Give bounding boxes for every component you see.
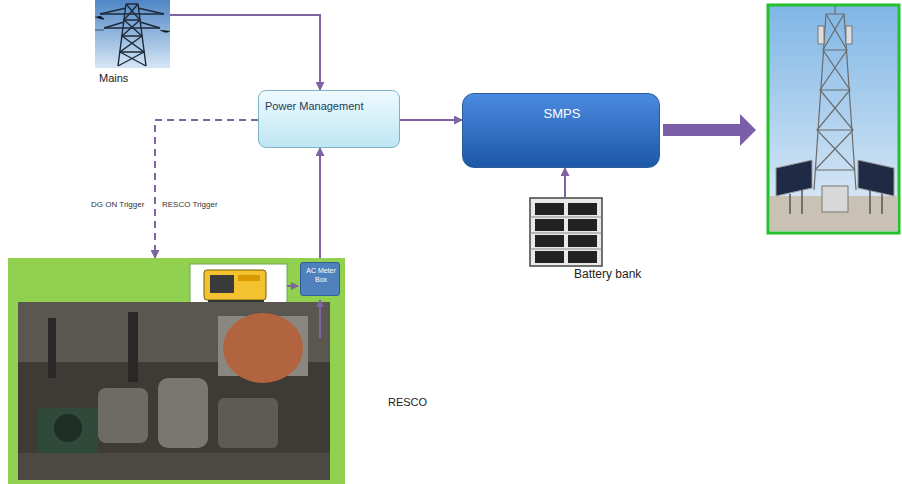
biomass-plant-photo [18,302,330,480]
process-box: Power Management [258,90,400,148]
power-connector [400,119,462,121]
signal-label: DG ON Trigger [90,200,145,210]
power-connector [170,15,320,90]
power-connector [564,168,566,198]
meter-box: AC Meter Box [300,262,340,296]
node-text: Power Management [265,100,375,113]
node-text: Mains [99,72,128,85]
supply-arrow [663,114,756,146]
power-source: Mains [95,0,175,90]
mains-pylon [95,0,170,68]
region-band: RESCOAC Meter Box [8,258,345,484]
node-text: AC Meter Box [301,266,341,284]
node-text: SMPS [463,106,661,122]
solar-panels [776,160,894,214]
node-text: RESCO [388,396,427,409]
battery-rack [530,198,602,266]
node-text: Battery bank [574,267,641,281]
battery-storage: Battery bank [528,196,688,284]
trigger-line [155,120,258,258]
process-box: SMPS [462,93,660,168]
resco-illustration [8,258,345,484]
power-connector [319,148,321,262]
signal-label: RESCO Trigger [161,200,219,210]
tower-site-photo [768,5,899,233]
generator-photo [190,264,287,308]
